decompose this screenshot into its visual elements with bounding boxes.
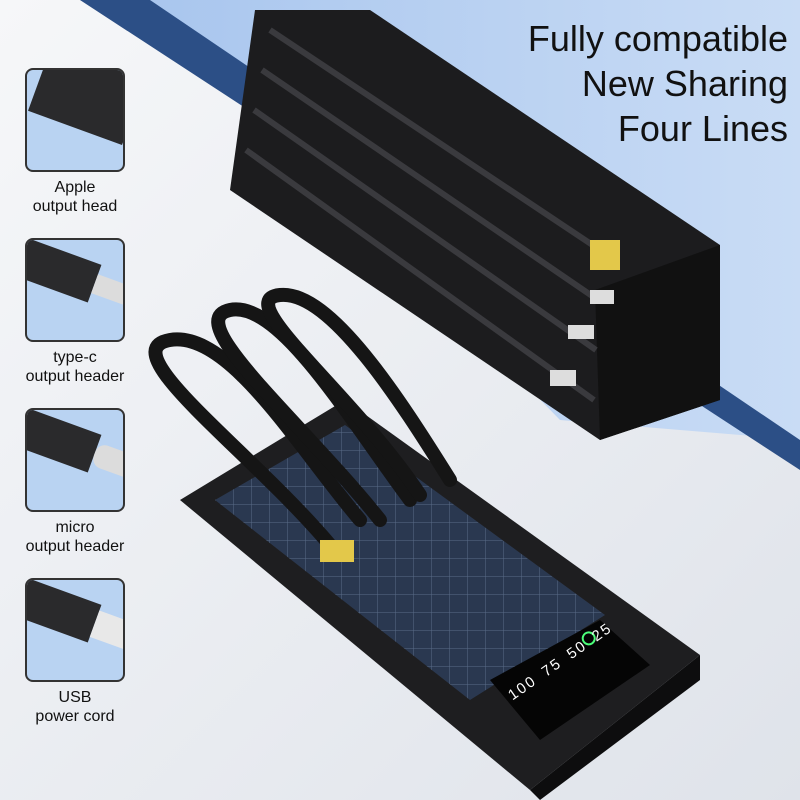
type-c-connector-thumb	[25, 238, 125, 342]
usb-cord-caption: USB power cord	[0, 688, 150, 726]
micro-caption: micro output header	[0, 518, 150, 556]
caption-line: power cord	[35, 708, 115, 725]
type-c-caption: type-c output header	[0, 348, 150, 386]
battery-display	[581, 631, 596, 646]
headline-line-1: Fully compatible	[527, 18, 788, 59]
usb-c-plug-icon	[27, 410, 123, 481]
usb-plug-icon	[590, 240, 620, 270]
power-bank-front	[148, 287, 700, 800]
micro-connector-thumb	[25, 408, 125, 512]
caption-line: output header	[25, 538, 125, 555]
caption-line: USB	[58, 689, 92, 706]
caption-line: Apple	[54, 179, 96, 196]
lightning-plug-icon	[550, 370, 576, 386]
cables	[148, 287, 457, 552]
headline-line-3: Four Lines	[617, 108, 788, 149]
micro-usb-plug-icon	[590, 290, 614, 304]
apple-caption: Apple output head	[0, 178, 150, 216]
usb-plug-icon	[28, 70, 123, 145]
caption-line: micro	[55, 519, 95, 536]
usb-c-plug-icon	[568, 325, 594, 339]
sun-icon	[581, 631, 596, 646]
power-bank-back	[230, 10, 720, 440]
headline-line-2: New Sharing	[581, 63, 788, 104]
caption-line: output header	[25, 368, 125, 385]
lightning-plug-icon	[27, 580, 123, 654]
micro-usb-plug-icon	[27, 240, 123, 307]
caption-line: output head	[32, 198, 118, 215]
apple-connector-thumb	[25, 68, 125, 172]
caption-line: type-c	[53, 349, 97, 366]
usb-cord-connector-thumb	[25, 578, 125, 682]
headline: Fully compatible New Sharing Four Lines	[528, 16, 788, 151]
